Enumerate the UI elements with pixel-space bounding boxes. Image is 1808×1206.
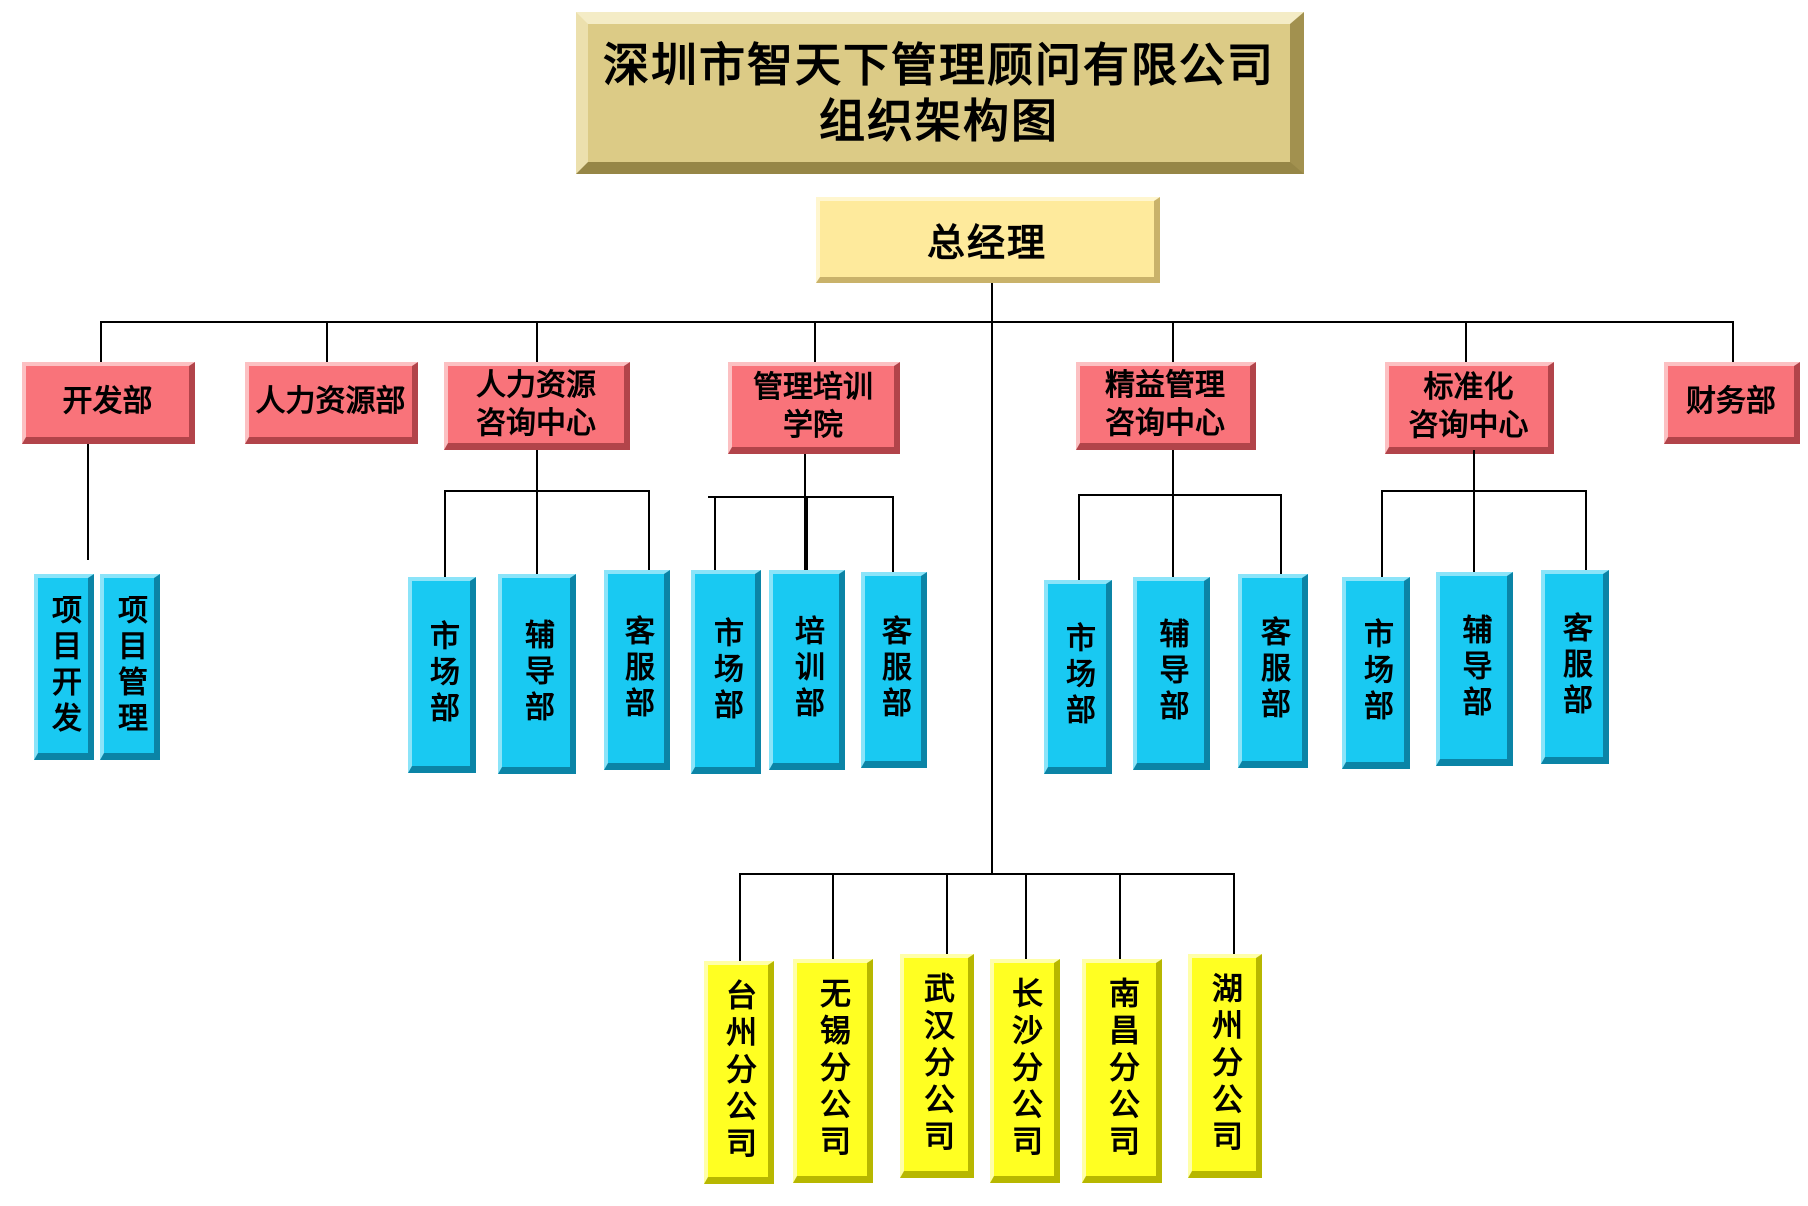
dept-0: 开发部 xyxy=(22,362,195,444)
dept-5-sub-0: 市场部 xyxy=(1342,577,1410,769)
connector-line xyxy=(1172,321,1174,362)
dept-2-sub-2: 客服部 xyxy=(604,570,670,770)
connector-line xyxy=(1172,494,1174,577)
connector-line xyxy=(536,321,538,362)
dept-4-sub-1-label: 辅导部 xyxy=(1153,618,1189,726)
branch-2-label: 武汉分公司 xyxy=(918,972,954,1157)
dept-6-label: 财务部 xyxy=(1686,383,1776,419)
connector-line xyxy=(714,496,716,570)
connector-line xyxy=(892,496,894,572)
branch-4-label: 南昌分公司 xyxy=(1103,977,1139,1162)
general-manager-label: 总经理 xyxy=(926,220,1047,265)
connector-line xyxy=(1381,490,1587,492)
connector-line xyxy=(100,321,102,362)
connector-line xyxy=(1585,490,1587,570)
connector-line xyxy=(1280,494,1282,574)
branch-3-label: 长沙分公司 xyxy=(1006,977,1042,1162)
connector-line xyxy=(739,873,1235,875)
dept-3: 管理培训 学院 xyxy=(728,362,900,454)
connector-line xyxy=(1025,873,1027,959)
connector-line xyxy=(1078,494,1282,496)
branch-5: 湖州分公司 xyxy=(1188,954,1262,1178)
dept-2-sub-1-label: 辅导部 xyxy=(519,618,554,727)
connector-line xyxy=(648,490,650,570)
dept-4-label: 精益管理 咨询中心 xyxy=(1105,367,1225,441)
dept-2-sub-0: 市场部 xyxy=(408,577,476,773)
dept-5-label: 标准化 咨询中心 xyxy=(1408,369,1529,443)
connector-line xyxy=(806,496,808,570)
dept-6: 财务部 xyxy=(1664,362,1800,444)
dept-4-sub-2-label: 客服部 xyxy=(1255,615,1290,724)
branch-2: 武汉分公司 xyxy=(900,954,974,1178)
connector-line xyxy=(1233,873,1235,954)
connector-line xyxy=(1465,321,1467,362)
dept-4-sub-1: 辅导部 xyxy=(1133,577,1210,770)
branch-3: 长沙分公司 xyxy=(990,959,1060,1183)
dept-4: 精益管理 咨询中心 xyxy=(1076,362,1256,450)
branch-4: 南昌分公司 xyxy=(1082,959,1162,1183)
connector-line xyxy=(444,490,446,577)
branch-0-label: 台州分公司 xyxy=(720,978,756,1164)
dept-2: 人力资源 咨询中心 xyxy=(444,362,630,450)
branch-1: 无锡分公司 xyxy=(793,959,873,1183)
dept-4-sub-2: 客服部 xyxy=(1238,574,1308,768)
dept-0-label: 开发部 xyxy=(62,383,153,419)
connector-line xyxy=(814,321,816,362)
dept-3-sub-0: 市场部 xyxy=(691,570,761,774)
connector-line xyxy=(536,490,538,574)
connector-line xyxy=(1381,490,1383,577)
dept-5-sub-1: 辅导部 xyxy=(1436,572,1513,766)
dept-2-sub-2-label: 客服部 xyxy=(619,614,654,723)
dept-5-sub-1-label: 辅导部 xyxy=(1456,613,1492,722)
connector-line xyxy=(832,873,834,959)
dept-0-sub-0: 项目开发 xyxy=(34,574,94,760)
dept-0-sub-0-label: 项目开发 xyxy=(46,593,81,738)
connector-line xyxy=(1078,494,1080,580)
branch-5-label: 湖州分公司 xyxy=(1206,972,1242,1157)
chart-title: 深圳市智天下管理顾问有限公司 组织架构图 xyxy=(576,12,1304,174)
branch-0: 台州分公司 xyxy=(704,961,774,1184)
dept-0-sub-1-label: 项目管理 xyxy=(112,593,147,738)
connector-line xyxy=(100,321,1732,323)
connector-line xyxy=(326,321,328,362)
chart-title-company: 深圳市智天下管理顾问有限公司 xyxy=(603,38,1275,92)
dept-4-sub-0: 市场部 xyxy=(1044,580,1112,774)
dept-3-sub-0-label: 市场部 xyxy=(708,616,743,725)
dept-2-sub-0-label: 市场部 xyxy=(424,619,459,728)
connector-line xyxy=(1119,873,1121,959)
connector-line xyxy=(946,873,948,954)
dept-0-sub-1: 项目管理 xyxy=(100,574,160,760)
connector-line xyxy=(87,444,89,560)
general-manager-box: 总经理 xyxy=(816,197,1160,283)
dept-4-sub-0-label: 市场部 xyxy=(1060,621,1095,730)
chart-title-subtitle: 组织架构图 xyxy=(819,94,1059,148)
dept-1: 人力资源部 xyxy=(245,362,418,444)
dept-5: 标准化 咨询中心 xyxy=(1385,362,1554,454)
dept-3-label: 管理培训 学院 xyxy=(753,369,873,443)
connector-line xyxy=(444,490,650,492)
dept-2-label: 人力资源 咨询中心 xyxy=(476,367,596,441)
dept-2-sub-1: 辅导部 xyxy=(498,574,576,774)
connector-line xyxy=(991,283,993,873)
dept-1-label: 人力资源部 xyxy=(255,383,406,419)
dept-3-sub-1-label: 培训部 xyxy=(789,614,824,723)
connector-line xyxy=(1732,321,1734,362)
connector-line xyxy=(804,454,806,572)
dept-3-sub-2-label: 客服部 xyxy=(876,614,911,723)
dept-3-sub-1: 培训部 xyxy=(769,570,845,770)
branch-1-label: 无锡分公司 xyxy=(814,977,850,1162)
dept-3-sub-2: 客服部 xyxy=(861,572,927,768)
dept-5-sub-2: 客服部 xyxy=(1541,570,1609,764)
connector-line xyxy=(739,873,741,961)
connector-line xyxy=(708,496,894,498)
connector-line xyxy=(1473,490,1475,572)
dept-5-sub-2-label: 客服部 xyxy=(1557,611,1592,720)
dept-5-sub-0-label: 市场部 xyxy=(1358,617,1393,726)
